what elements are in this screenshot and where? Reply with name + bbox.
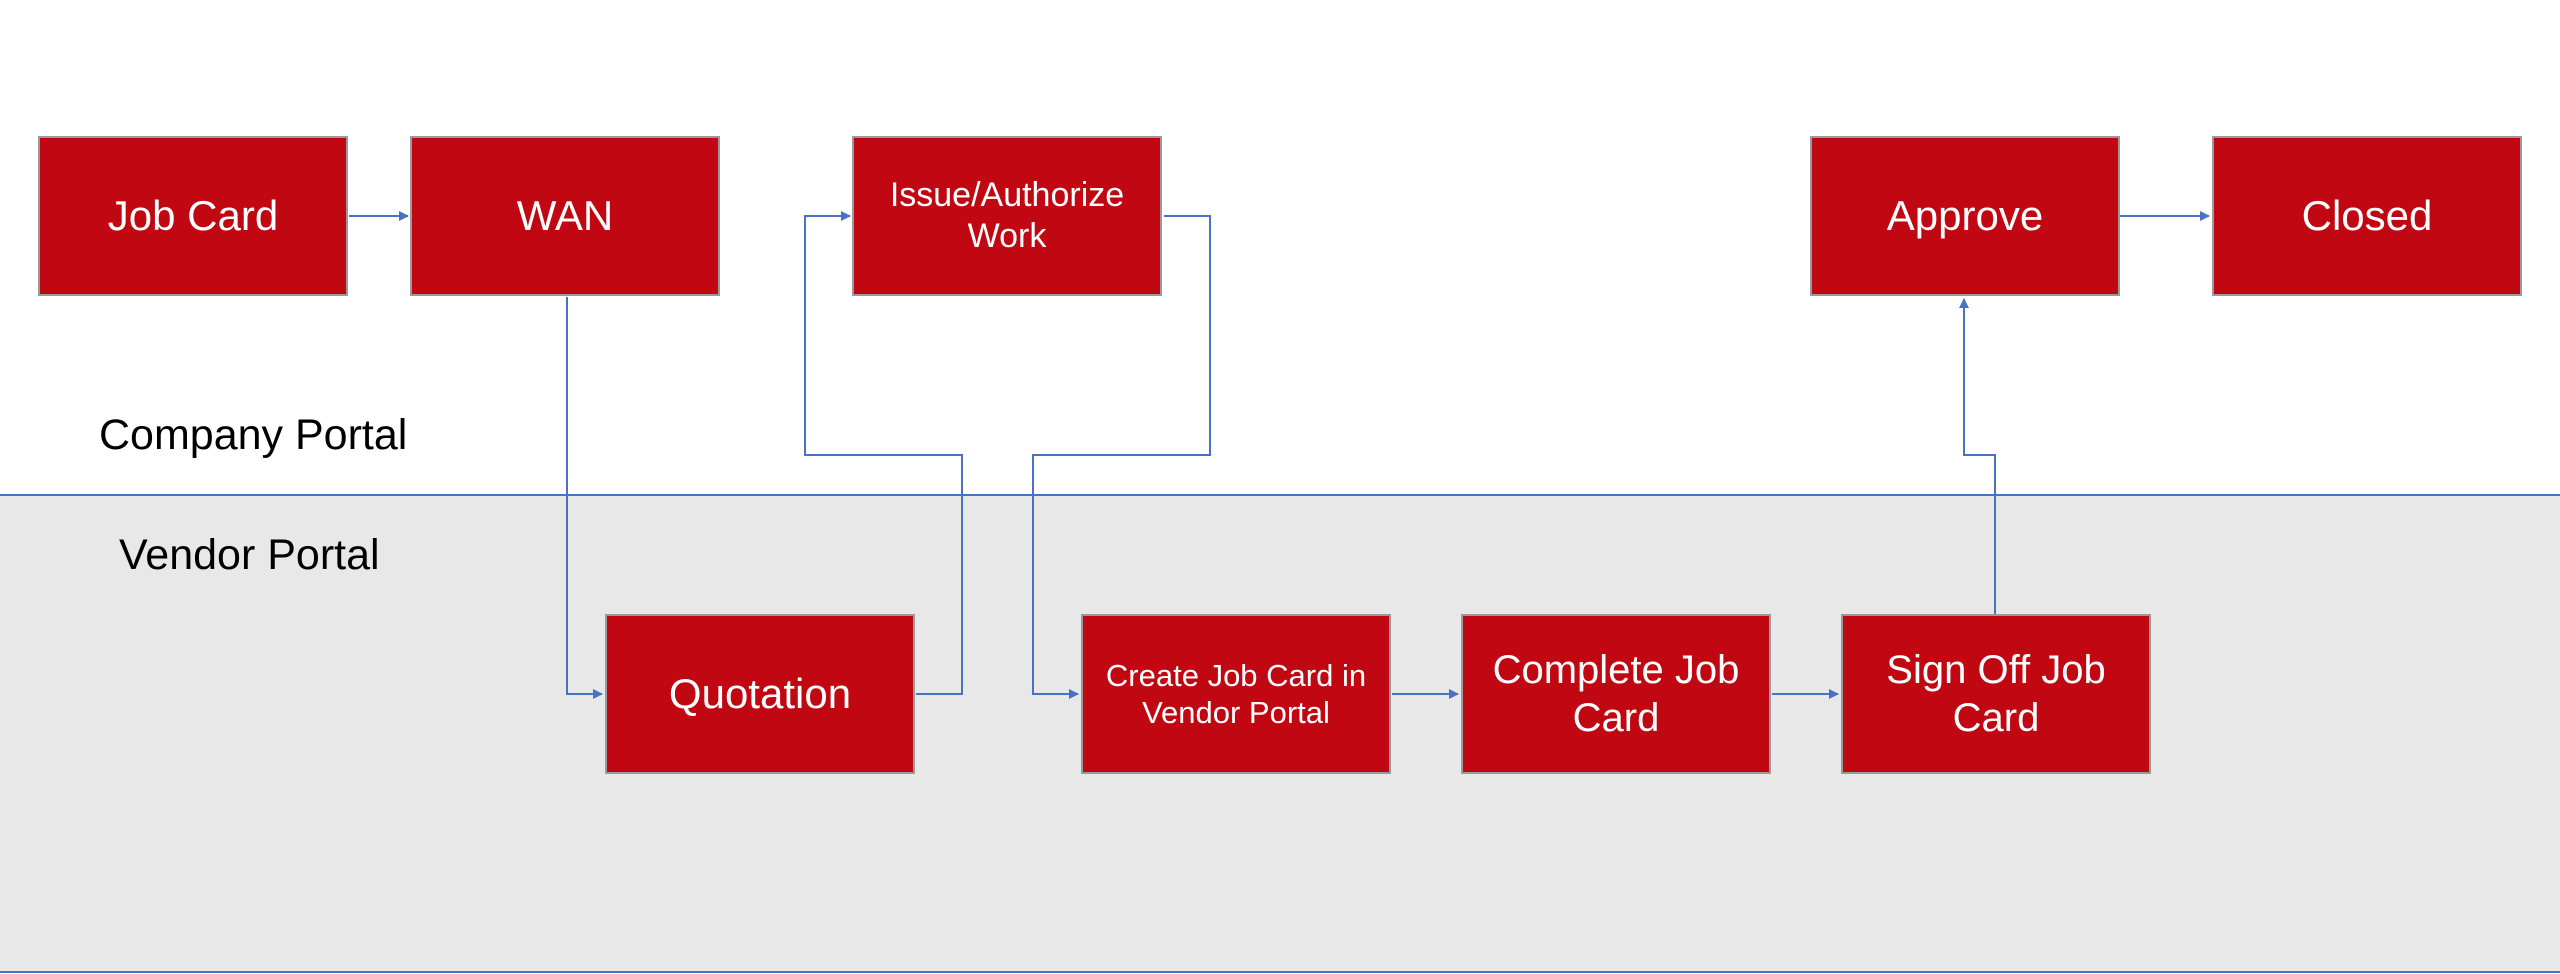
- node-approve-label: Approve: [1886, 191, 2044, 239]
- node-wan-label: WAN: [516, 191, 614, 239]
- node-quotation[interactable]: Quotation: [605, 614, 915, 774]
- node-job-card-label: Job Card: [107, 191, 279, 239]
- node-create-job-card-label: Create Job Card in Vendor Portal: [1105, 657, 1367, 730]
- node-complete-job-card[interactable]: Complete Job Card: [1461, 614, 1771, 774]
- lane-bottom-border: [0, 971, 2560, 973]
- node-quotation-label: Quotation: [668, 669, 852, 717]
- node-closed-label: Closed: [2301, 191, 2433, 239]
- node-job-card[interactable]: Job Card: [38, 136, 348, 296]
- node-issue-authorize-work[interactable]: Issue/Authorize Work: [852, 136, 1162, 296]
- node-closed[interactable]: Closed: [2212, 136, 2522, 296]
- node-complete-job-card-label: Complete Job Card: [1492, 648, 1740, 740]
- node-sign-off-job-card[interactable]: Sign Off Job Card: [1841, 614, 2151, 774]
- vendor-portal-label: Vendor Portal: [119, 531, 380, 579]
- company-portal-label: Company Portal: [99, 411, 408, 459]
- node-create-job-card[interactable]: Create Job Card in Vendor Portal: [1081, 614, 1391, 774]
- node-approve[interactable]: Approve: [1810, 136, 2120, 296]
- node-issue-authorize-label: Issue/Authorize Work: [889, 176, 1125, 255]
- lane-divider: [0, 494, 2560, 496]
- node-wan[interactable]: WAN: [410, 136, 720, 296]
- node-sign-off-job-card-label: Sign Off Job Card: [1886, 648, 2106, 740]
